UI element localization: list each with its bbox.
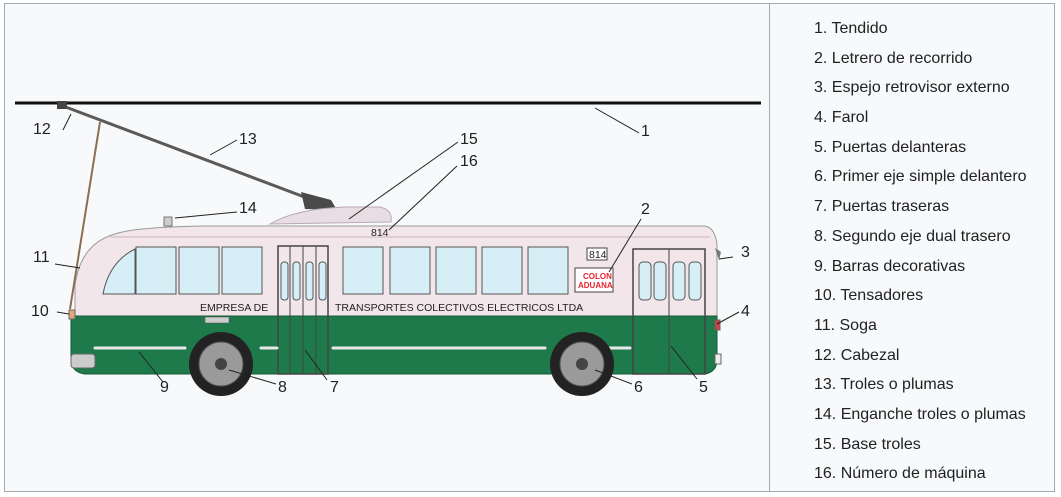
front-doors xyxy=(632,248,706,375)
legend-item-4: 4. Farol xyxy=(814,109,869,127)
route-sign-line1: COLON xyxy=(583,272,612,281)
pole-base-mount xyxy=(301,192,337,210)
route-number-box xyxy=(586,247,608,261)
callout-7: 7 xyxy=(330,379,339,396)
front-windshield xyxy=(102,248,136,295)
mirror xyxy=(715,248,721,260)
leader-lines xyxy=(54,107,740,385)
legend-item-7: 7. Puertas traseras xyxy=(814,198,950,216)
legend-item-16: 16. Número de máquina xyxy=(814,465,986,483)
callout-16: 16 xyxy=(460,153,478,170)
windows-rear xyxy=(135,246,263,295)
legend-item-14: 14. Enganche troles o plumas xyxy=(814,405,1026,423)
callout-12: 12 xyxy=(33,121,51,138)
callout-4: 4 xyxy=(741,303,750,320)
rear-wheel xyxy=(189,332,253,396)
legend-item-2: 2. Letrero de recorrido xyxy=(814,49,973,67)
legend-item-11: 11. Soga xyxy=(814,316,877,334)
trolleybus-diagram: 814 COLON ADUANA 814 EMPRESA DE TRANSPOR… xyxy=(15,101,761,396)
callout-14: 14 xyxy=(239,200,257,217)
callout-8: 8 xyxy=(278,379,287,396)
route-number: 814 xyxy=(589,249,607,261)
headlight xyxy=(714,319,721,331)
diagram-panel: 814 COLON ADUANA 814 EMPRESA DE TRANSPOR… xyxy=(4,3,770,492)
trolley-pole xyxy=(62,104,324,206)
callout-13: 13 xyxy=(239,131,257,148)
company-name-right: TRANSPORTES COLECTIVOS ELECTRICOS LTDA xyxy=(335,302,583,314)
bumper-grille xyxy=(70,353,96,369)
legend-item-15: 15. Base troles xyxy=(814,435,921,453)
company-name-left: EMPRESA DE xyxy=(200,302,268,314)
callout-5: 5 xyxy=(699,379,708,396)
legend-item-3: 3. Espejo retrovisor externo xyxy=(814,79,1010,97)
fleet-number: 814 xyxy=(371,227,389,239)
tensioner xyxy=(68,309,76,320)
trolley-head xyxy=(57,101,67,109)
pole-hook xyxy=(163,216,173,227)
legend-item-10: 10. Tensadores xyxy=(814,287,924,305)
plate xyxy=(204,316,230,324)
front-wheel xyxy=(550,332,614,396)
rear-doors xyxy=(277,245,329,375)
legend-item-8: 8. Segundo eje dual trasero xyxy=(814,227,1011,245)
trolley-base xyxy=(268,206,392,225)
windows-mid xyxy=(342,246,569,295)
front-bumper xyxy=(714,353,722,365)
callout-10: 10 xyxy=(31,303,49,320)
callout-9: 9 xyxy=(160,379,169,396)
legend-item-9: 9. Barras decorativas xyxy=(814,257,966,275)
legend-item-5: 5. Puertas delanteras xyxy=(814,138,967,156)
callout-11: 11 xyxy=(33,249,50,266)
legend-item-12: 12. Cabezal xyxy=(814,346,900,364)
legend-item-6: 6. Primer eje simple delantero xyxy=(814,168,1027,186)
callout-1: 1 xyxy=(641,123,650,140)
route-sign-line2: ADUANA xyxy=(578,281,613,290)
callout-15: 15 xyxy=(460,131,478,148)
callout-6: 6 xyxy=(634,379,643,396)
bus-lower-body xyxy=(70,315,718,375)
callout-2: 2 xyxy=(641,201,650,218)
legend-list: 1. Tendido 2. Letrero de recorrido 3. Es… xyxy=(814,19,1027,494)
legend-item-1: 1. Tendido xyxy=(814,20,888,37)
callout-labels: 1 2 3 4 5 6 7 8 9 10 11 12 13 14 15 16 xyxy=(31,121,750,396)
legend-panel: 1. Tendido 2. Letrero de recorrido 3. Es… xyxy=(770,3,1055,492)
route-sign xyxy=(574,267,614,293)
rope xyxy=(69,121,101,310)
callout-3: 3 xyxy=(741,244,750,261)
legend-item-13: 13. Troles o plumas xyxy=(814,376,954,394)
